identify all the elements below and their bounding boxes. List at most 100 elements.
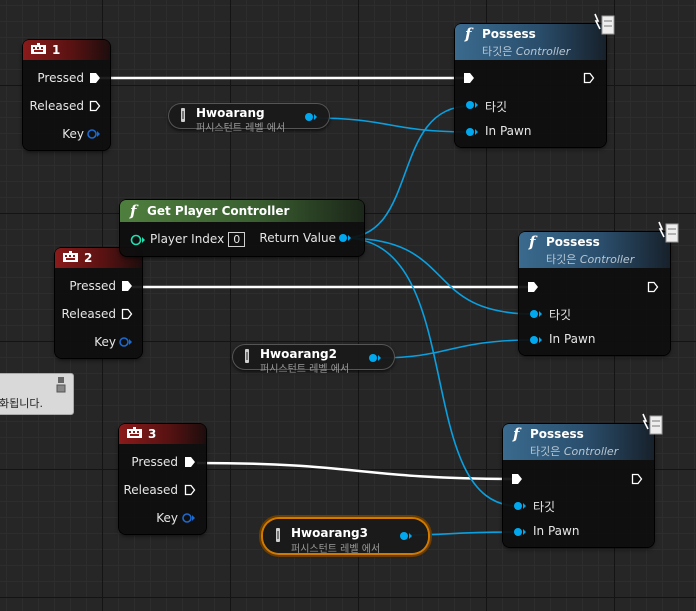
node-header[interactable]: 2 — [55, 248, 142, 268]
object-wire-target-3[interactable] — [343, 237, 519, 507]
server-icon — [642, 413, 663, 435]
pin-comment-icon[interactable] — [56, 377, 66, 395]
variable-name: Hwoarang2 — [260, 347, 337, 361]
player-index-label: Player Index — [150, 232, 225, 246]
object-in-pin[interactable] — [513, 501, 527, 511]
object-out-pin[interactable] — [338, 233, 352, 243]
object-out-pin[interactable] — [399, 531, 413, 541]
subtitle-prefix: 타깃은 — [546, 253, 577, 266]
variable-node-hwoarang2[interactable]: Hwoarang2 퍼시스턴트 레벨 에서 — [232, 344, 395, 375]
object-wire-target-2[interactable] — [343, 237, 535, 315]
variable-node-hwoarang[interactable]: Hwoarang 퍼시스턴트 레벨 에서 — [168, 103, 330, 134]
possess-node-1[interactable]: f Possess 타깃은 Controller 타깃 In Pawn — [455, 13, 615, 147]
object-in-pin[interactable] — [513, 527, 527, 537]
node-header[interactable]: f Possess 타깃은 Controller — [519, 232, 670, 268]
node-header[interactable]: f Possess 타깃은 Controller — [503, 424, 654, 460]
node-title: Possess — [482, 27, 536, 41]
possess-node-2[interactable]: f Possess 타깃은 Controller 타깃 In Pawn — [519, 221, 679, 355]
pin-label-pressed: Pressed — [37, 71, 84, 85]
node-header[interactable]: f Get Player Controller — [120, 200, 364, 222]
pin-label-pressed: Pressed — [69, 279, 116, 293]
actor-reference-icon — [276, 528, 280, 542]
object-out-pin[interactable] — [368, 353, 382, 363]
exec-out-pin[interactable] — [647, 281, 659, 293]
exec-in-pin[interactable] — [463, 72, 475, 84]
subtitle-prefix: 타깃은 — [482, 45, 513, 58]
exec-out-pin-filled[interactable] — [121, 280, 133, 292]
exec-in-pin[interactable] — [511, 473, 523, 485]
pin-label-released: Released — [61, 307, 116, 321]
pin-label-in-pawn: In Pawn — [533, 524, 580, 538]
exec-in-pin[interactable] — [527, 281, 539, 293]
variable-subtitle: 퍼시스턴트 레벨 에서 — [196, 123, 286, 134]
pin-label-pressed: Pressed — [131, 455, 178, 469]
comment-text: 화됩니다. — [0, 397, 43, 410]
comment-box[interactable]: 화됩니다. — [0, 373, 74, 415]
node-header[interactable]: f Possess 타깃은 Controller — [455, 24, 606, 60]
keyboard-icon — [63, 251, 78, 262]
pin-label-target: 타깃 — [533, 500, 556, 514]
function-icon: f — [465, 25, 472, 43]
node-title: Get Player Controller — [147, 204, 290, 218]
pin-label-key: Key — [62, 127, 84, 141]
variable-subtitle: 퍼시스턴트 레벨 에서 — [260, 364, 350, 375]
variable-name: Hwoarang3 — [291, 526, 368, 540]
variable-name: Hwoarang — [196, 106, 265, 120]
key-event-node-3[interactable]: 3 Pressed Released Key — [119, 424, 206, 534]
object-in-pin[interactable] — [465, 127, 479, 137]
object-in-pin[interactable] — [529, 309, 543, 319]
subtitle-class: Controller — [579, 253, 635, 266]
node-title: 1 — [52, 43, 61, 57]
object-wire-target-1[interactable] — [343, 105, 471, 239]
function-icon: f — [513, 425, 520, 443]
struct-out-pin[interactable] — [86, 129, 100, 139]
variable-node-hwoarang3-selected[interactable]: Hwoarang3 퍼시스턴트 레벨 에서 — [263, 519, 428, 555]
exec-out-pin-filled[interactable] — [184, 456, 196, 468]
node-subtitle: 타깃은 Controller — [482, 43, 570, 59]
keyboard-icon — [31, 43, 46, 54]
node-title: Possess — [530, 427, 584, 441]
object-wire-pawn-2[interactable] — [377, 339, 535, 359]
node-title: Possess — [546, 235, 600, 249]
subtitle-class: Controller — [515, 45, 571, 58]
subtitle-class: Controller — [563, 445, 619, 458]
exec-out-pin[interactable] — [583, 72, 595, 84]
pin-label-released: Released — [29, 99, 84, 113]
int-in-pin[interactable] — [130, 234, 146, 246]
struct-out-pin[interactable] — [181, 513, 195, 523]
actor-reference-icon — [181, 108, 185, 122]
node-subtitle: 타깃은 Controller — [530, 443, 618, 459]
node-header[interactable]: 3 — [119, 424, 206, 444]
exec-wire-3[interactable] — [196, 461, 517, 481]
object-in-pin[interactable] — [465, 100, 479, 110]
pin-label-key: Key — [156, 511, 178, 525]
pin-label-target: 타깃 — [485, 100, 508, 114]
player-index-input[interactable]: 0 — [228, 232, 246, 247]
exec-out-pin[interactable] — [631, 473, 643, 485]
exec-out-pin[interactable] — [89, 100, 101, 112]
exec-out-pin[interactable] — [184, 484, 196, 496]
exec-out-pin[interactable] — [121, 308, 133, 320]
struct-out-pin[interactable] — [118, 337, 132, 347]
server-icon — [594, 13, 615, 35]
node-title: 3 — [148, 427, 157, 441]
exec-out-pin-filled[interactable] — [89, 72, 101, 84]
object-out-pin[interactable] — [304, 112, 318, 122]
node-header[interactable]: 1 — [23, 40, 110, 60]
node-subtitle: 타깃은 Controller — [546, 251, 634, 267]
pin-label-key: Key — [94, 335, 116, 349]
object-wire-pawn-1[interactable] — [313, 117, 471, 133]
actor-reference-icon — [245, 349, 249, 363]
pin-label-target: 타깃 — [549, 308, 572, 322]
object-in-pin[interactable] — [529, 335, 543, 345]
pin-label-return-value: Return Value — [259, 231, 336, 245]
key-event-node-1[interactable]: 1 Pressed Released Key — [23, 40, 110, 150]
pin-label-in-pawn: In Pawn — [549, 332, 596, 346]
possess-node-3[interactable]: f Possess 타깃은 Controller 타깃 In Pawn — [503, 413, 663, 547]
pin-label-in-pawn: In Pawn — [485, 124, 532, 138]
key-event-node-2[interactable]: 2 Pressed Released Key — [55, 248, 142, 358]
server-icon — [658, 221, 679, 243]
